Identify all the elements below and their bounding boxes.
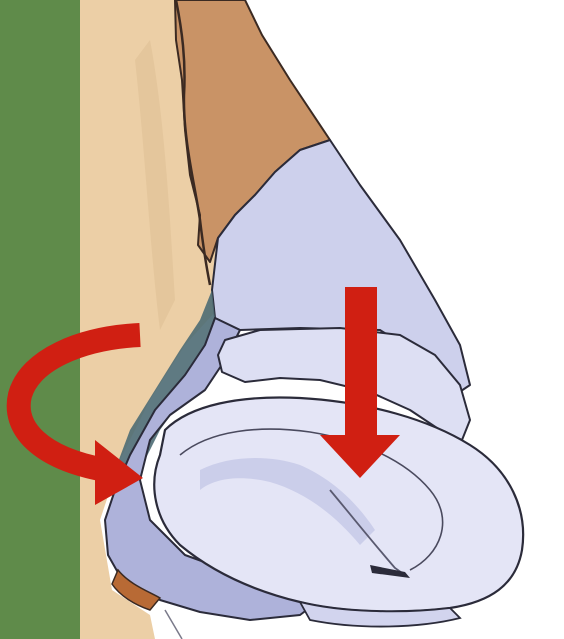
downward-arrow-shaft <box>345 287 377 439</box>
left-green-band <box>0 0 80 639</box>
